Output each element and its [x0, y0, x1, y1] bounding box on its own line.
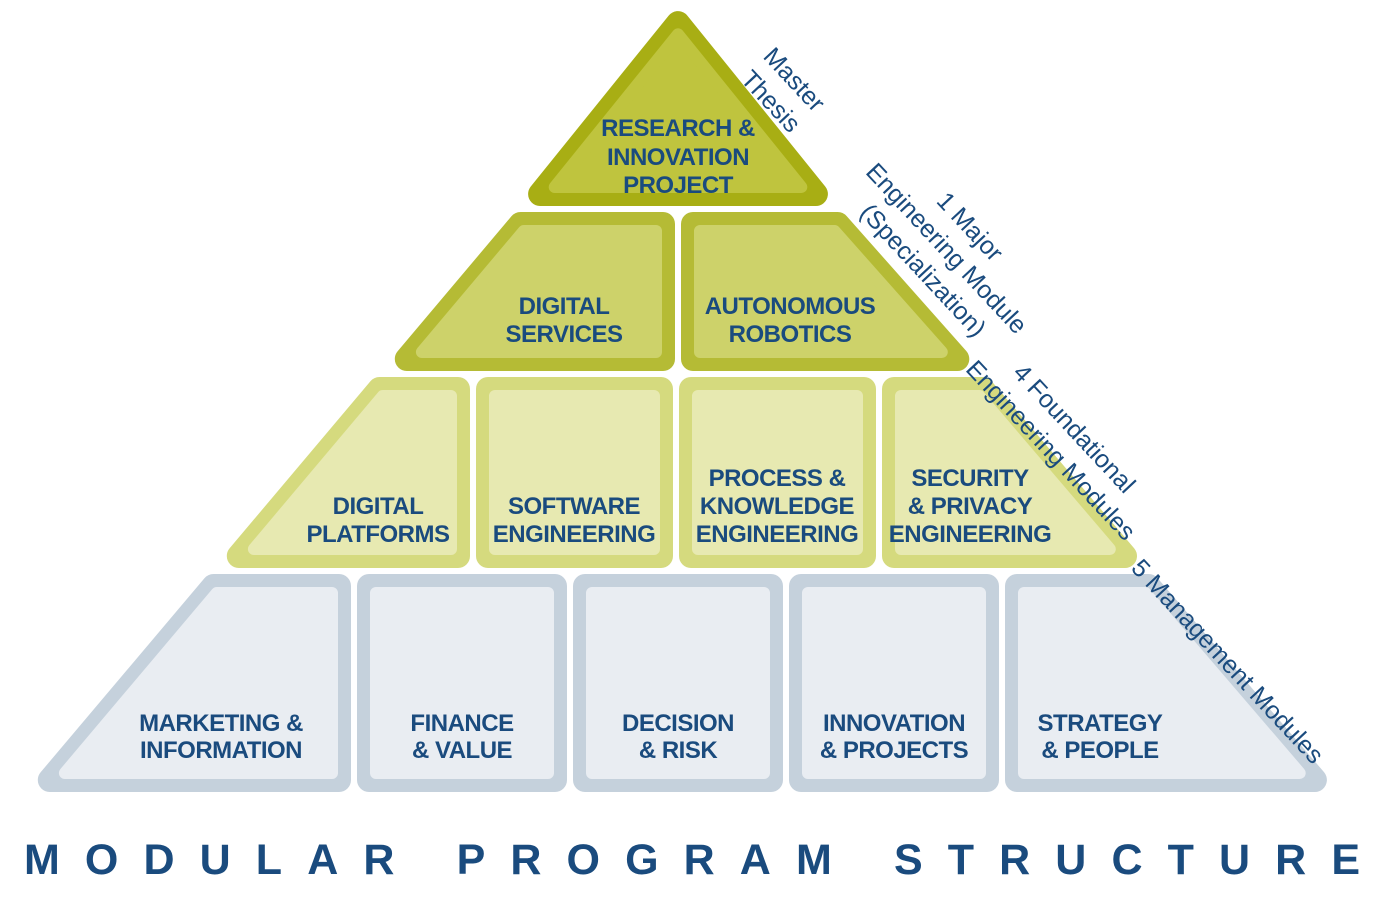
block-marketing-information: MARKETING &INFORMATION [37, 574, 351, 792]
block-label-line: & PROJECTS [820, 737, 969, 764]
block-fill-digital-services [415, 225, 662, 358]
block-label-line: DIGITAL [333, 493, 424, 520]
block-finance-value: FINANCE& VALUE [357, 574, 567, 792]
block-label-line: & PEOPLE [1041, 737, 1159, 764]
block-fill-software-engineering [489, 390, 660, 555]
block-label-line: FINANCE [410, 710, 514, 737]
block-label-line: ROBOTICS [729, 321, 852, 348]
block-fill-digital-platforms [247, 390, 457, 555]
block-fill-security-privacy-engineering [895, 390, 1116, 555]
block-decision-risk: DECISION& RISK [573, 574, 783, 792]
block-label-line: PROCESS & [709, 465, 846, 492]
block-strategy-people: STRATEGY& PEOPLE [1005, 574, 1327, 792]
block-label-line: KNOWLEDGE [700, 493, 855, 520]
block-innovation-projects: INNOVATION& PROJECTS [789, 574, 999, 792]
block-label-line: INNOVATION [607, 144, 749, 171]
block-label-line: AUTONOMOUS [705, 293, 876, 320]
block-label-line: & PRIVACY [908, 493, 1033, 520]
block-label-line: PLATFORMS [306, 521, 450, 548]
block-label-line: RESEARCH & [601, 115, 755, 142]
block-label-line: SOFTWARE [508, 493, 640, 520]
block-label-line: ENGINEERING [889, 521, 1052, 548]
block-label-marketing-information: MARKETING &INFORMATION [139, 710, 303, 764]
block-label-finance-value: FINANCE& VALUE [410, 710, 514, 764]
block-fill-innovation-projects [802, 587, 986, 779]
block-label-decision-risk: DECISION& RISK [622, 710, 734, 764]
block-label-line: SECURITY [911, 465, 1029, 492]
block-label-line: STRATEGY [1038, 710, 1163, 737]
block-fill-process-knowledge-engineering [692, 390, 863, 555]
block-label-line: ENGINEERING [493, 521, 656, 548]
block-fill-strategy-people [1018, 587, 1306, 779]
block-fill-marketing-information [58, 587, 338, 779]
block-label-line: DIGITAL [519, 293, 610, 320]
block-fill-research-innovation-project [548, 28, 808, 193]
block-label-line: & RISK [639, 737, 719, 764]
block-label-line: SERVICES [506, 321, 623, 348]
block-label-line: & VALUE [412, 737, 513, 764]
block-label-strategy-people: STRATEGY& PEOPLE [1038, 710, 1163, 764]
block-fill-finance-value [370, 587, 554, 779]
block-label-line: MARKETING & [139, 710, 303, 737]
block-label-line: ENGINEERING [696, 521, 859, 548]
block-fill-decision-risk [586, 587, 770, 779]
block-label-line: INFORMATION [140, 737, 302, 764]
block-label-innovation-projects: INNOVATION& PROJECTS [820, 710, 969, 764]
block-label-line: PROJECT [623, 172, 734, 199]
block-fill-autonomous-robotics [694, 225, 948, 358]
diagram-title: MODULAR PROGRAM STRUCTURE [24, 836, 1360, 884]
block-label-line: DECISION [622, 710, 734, 737]
block-label-line: INNOVATION [823, 710, 965, 737]
